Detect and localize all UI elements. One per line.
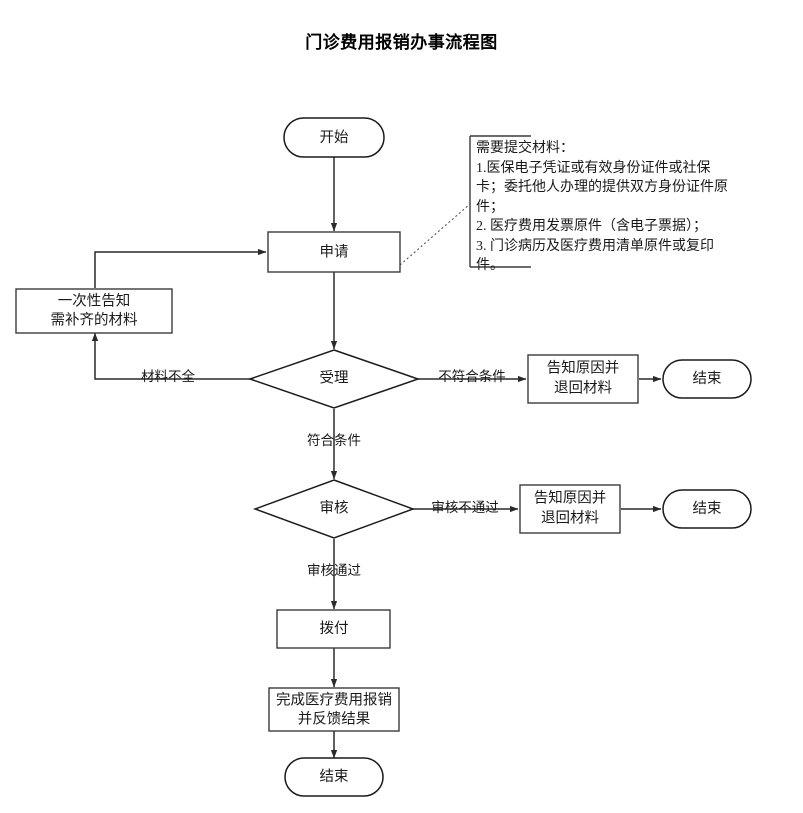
node-end-review-label: 结束 [693, 500, 722, 517]
node-review[interactable]: 审核 [252, 479, 416, 539]
node-notify-supplement-line1: 一次性告知 [58, 292, 131, 309]
edge-apply-to-note-dotted [399, 203, 471, 266]
node-complete-line1: 完成医疗费用报销 [276, 691, 392, 708]
node-end-accept-label: 结束 [693, 370, 722, 387]
note-text-block: 需要提交材料： 1.医保电子凭证或有效身份证件或社保卡；委托他人办理的提供双方身… [476, 141, 728, 273]
node-start[interactable]: 开始 [283, 117, 385, 158]
node-end-review[interactable]: 结束 [662, 489, 752, 529]
node-complete-line2: 并反馈结果 [298, 710, 371, 727]
node-apply-label: 申请 [320, 243, 349, 260]
note-frame [469, 135, 531, 268]
node-reject-review-line1: 告知原因并 [534, 489, 607, 506]
edge-label-not-meets-conditions: 不符合条件 [438, 368, 506, 384]
edge-notify-to-apply [94, 248, 267, 288]
node-reject-accept-line1: 告知原因并 [547, 359, 620, 376]
node-reject-review[interactable]: 告知原因并 退回材料 [519, 484, 621, 534]
edge-label-meets-conditions: 符合条件 [307, 432, 361, 448]
node-start-label: 开始 [320, 129, 349, 146]
edge-label-incomplete-materials: 材料不全 [141, 368, 195, 384]
node-apply[interactable]: 申请 [267, 231, 401, 273]
page-title: 门诊费用报销办事流程图 [305, 33, 498, 52]
edge-label-review-passed: 审核通过 [307, 563, 361, 578]
edge-label-review-failed: 审核不通过 [431, 500, 499, 515]
node-accept-label: 受理 [320, 369, 349, 386]
node-reject-review-line2: 退回材料 [541, 509, 599, 526]
node-end-accept[interactable]: 结束 [662, 359, 752, 399]
node-notify-supplement-line2: 需补齐的材料 [51, 311, 138, 328]
node-end-final[interactable]: 结束 [284, 757, 384, 797]
node-notify-supplement[interactable]: 一次性告知 需补齐的材料 [15, 288, 173, 334]
node-end-final-label: 结束 [320, 768, 349, 785]
edge-accept-to-notify [91, 332, 251, 380]
node-review-label: 审核 [320, 499, 349, 516]
node-accept[interactable]: 受理 [247, 349, 421, 409]
node-disburse-label: 拨付 [320, 620, 349, 637]
node-reject-accept[interactable]: 告知原因并 退回材料 [527, 354, 639, 404]
node-complete[interactable]: 完成医疗费用报销 并反馈结果 [268, 687, 400, 732]
node-disburse[interactable]: 拨付 [276, 609, 391, 649]
node-reject-accept-line2: 退回材料 [554, 379, 612, 396]
